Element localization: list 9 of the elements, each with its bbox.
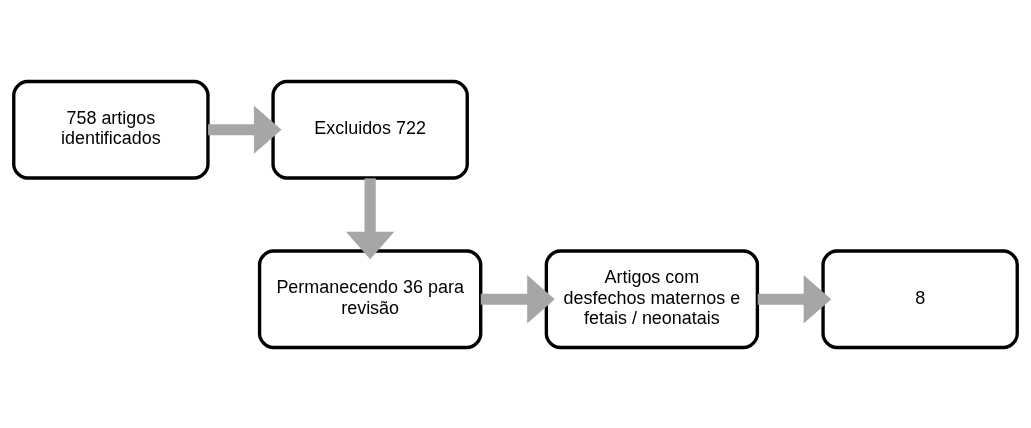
arrow bbox=[757, 274, 832, 323]
arrow bbox=[346, 177, 395, 259]
arrow bbox=[208, 105, 282, 154]
arrow bbox=[480, 274, 555, 323]
node-box: 758 artigos identificados bbox=[12, 79, 210, 180]
node-box: Permanecendo 36 para revisão bbox=[257, 248, 483, 349]
node-box: Excluidos 722 bbox=[271, 79, 469, 180]
node-box: 8 bbox=[821, 248, 1019, 349]
node-box: Artigos com desfechos maternos e fetais / neonatais bbox=[544, 248, 760, 349]
